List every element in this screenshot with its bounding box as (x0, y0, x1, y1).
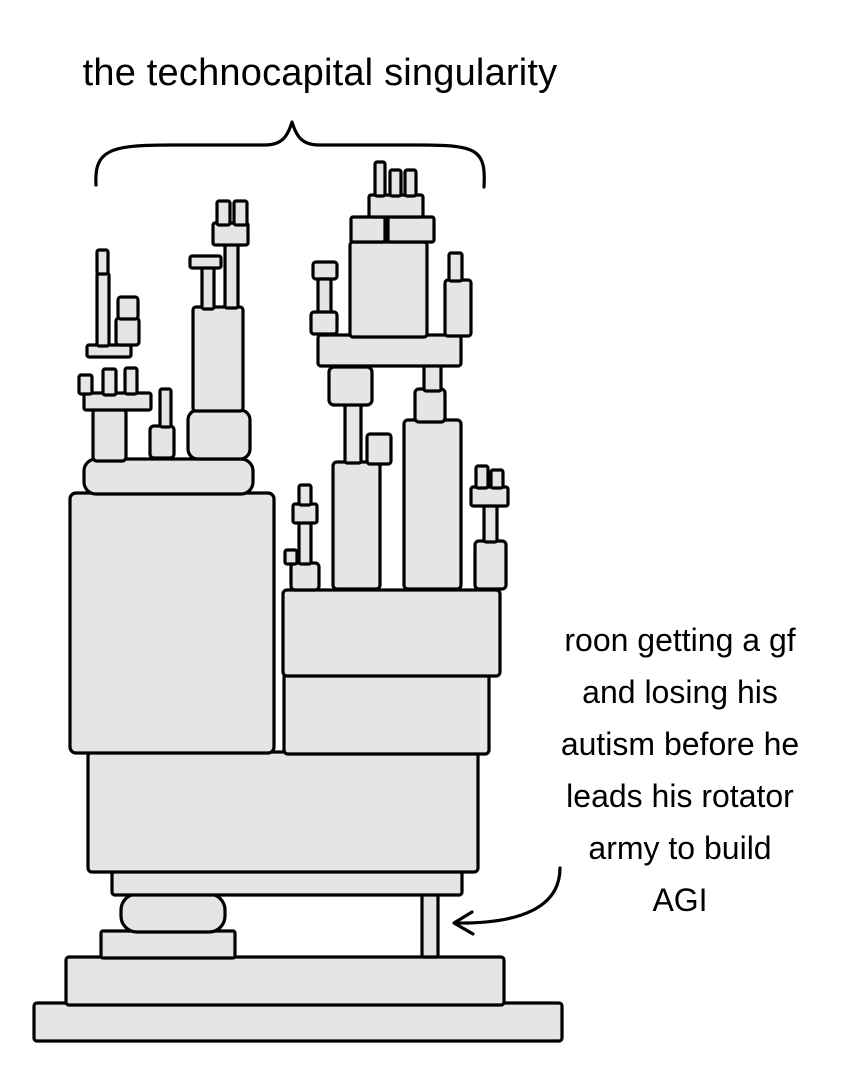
small-columns (283, 464, 510, 592)
main-mid-slab (86, 750, 480, 874)
caption-line: leads his rotator (566, 778, 794, 814)
caption-line: AGI (652, 882, 708, 918)
caption-line: and losing his (582, 674, 778, 710)
caption-line: autism before he (560, 726, 800, 762)
base-slabs (32, 955, 564, 1043)
caption-line: roon getting a gf (564, 622, 796, 658)
curly-brace (94, 120, 486, 189)
caption-line: army to build (588, 830, 772, 866)
large-left-block (68, 491, 276, 755)
caption-annotation: roon getting a gf and losing his autism … (515, 614, 845, 926)
arrow (452, 866, 562, 936)
right-tower (309, 160, 473, 591)
right-stacked-blocks (281, 588, 502, 756)
lower-supports (99, 867, 464, 960)
comic-title: the technocapital singularity (82, 52, 558, 94)
left-tower (77, 199, 255, 496)
